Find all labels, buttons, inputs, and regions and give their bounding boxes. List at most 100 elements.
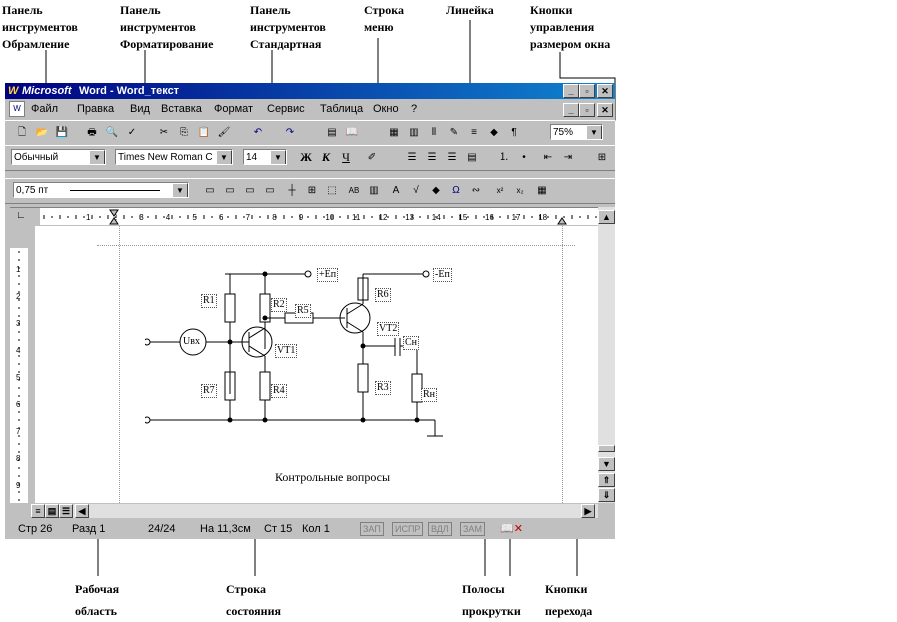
chevron-down-icon[interactable]: ▼ (89, 150, 105, 164)
chevron-down-icon[interactable]: ▼ (216, 150, 232, 164)
menu-help[interactable]: ? (411, 103, 418, 115)
status-ext[interactable]: ВДЛ (428, 522, 452, 536)
menu-format[interactable]: Формат (214, 103, 254, 115)
bullets-icon[interactable]: • (522, 152, 526, 163)
tab-selector-icon[interactable]: ∟ (16, 210, 26, 221)
minimize-icon[interactable]: _ (563, 84, 579, 98)
save-icon[interactable]: 💾 (55, 127, 69, 138)
open-icon[interactable]: 📂 (35, 127, 49, 138)
align-left-icon[interactable]: ☰ (407, 152, 417, 163)
menu-window[interactable]: Окно (373, 103, 399, 115)
paste-icon[interactable]: 📋 (197, 127, 211, 138)
next-page-icon[interactable]: ⇓ (598, 488, 615, 502)
insert-table-icon[interactable]: ▦ (389, 127, 399, 138)
insert-excel-icon[interactable]: ▥ (409, 127, 419, 138)
horizontal-scrollbar[interactable]: ≡ ▤ ☰ ◀ ▶ (31, 504, 598, 518)
zoom-select[interactable]: 75% ▼ (550, 124, 603, 140)
chevron-down-icon[interactable]: ▼ (270, 150, 286, 164)
borders-icon[interactable]: ⊞ (597, 152, 607, 163)
status-ovr[interactable]: ЗАМ (460, 522, 485, 536)
menu-tools[interactable]: Сервис (267, 103, 305, 115)
align-center-icon[interactable]: ☰ (427, 152, 437, 163)
print-icon[interactable]: 🖶 (87, 127, 97, 138)
highlight-icon[interactable]: ✐ (367, 152, 377, 163)
close-icon[interactable]: ✕ (597, 84, 613, 98)
italic-button[interactable]: К (321, 150, 331, 164)
drawing-icon[interactable]: ✎ (449, 127, 459, 138)
new-icon[interactable]: 🗋 (17, 127, 27, 138)
border-outside-icon[interactable]: ⊞ (307, 185, 317, 196)
work-area[interactable]: +Eп -Eп R1 R2 R5 R6 VT1 VT2 Cн Uвх R7 R4… (35, 226, 598, 503)
chart-icon[interactable]: ▥ (369, 185, 379, 196)
border-right-icon[interactable]: ▭ (265, 185, 275, 196)
justify-icon[interactable]: ▤ (467, 152, 477, 163)
menu-file[interactable]: Файл (31, 103, 59, 115)
undo-icon[interactable]: ↶ (253, 127, 263, 138)
redo-icon[interactable]: ↷ (285, 127, 295, 138)
border-none-icon[interactable]: ⬚ (327, 185, 337, 196)
copy-icon[interactable]: ⎘ (180, 127, 188, 138)
border-top-icon[interactable]: ▭ (205, 185, 215, 196)
numbering-icon[interactable]: ⒈ (499, 152, 509, 163)
scroll-up-icon[interactable]: ▲ (598, 210, 615, 224)
spelling-status-icon[interactable]: 📖✕ (500, 523, 523, 535)
border-bottom-icon[interactable]: ▭ (225, 185, 235, 196)
outline-view-icon[interactable]: ☰ (59, 504, 73, 518)
font-select[interactable]: Times New Roman C ▼ (115, 149, 233, 165)
font-size-select[interactable]: 14 ▼ (243, 149, 287, 165)
shapes-icon[interactable]: ◆ (432, 185, 440, 196)
insert-address-icon[interactable]: ▤ (327, 127, 337, 138)
hyperlink-icon[interactable]: ∾ (471, 185, 481, 196)
doc-close-icon[interactable]: ✕ (597, 103, 613, 117)
chevron-down-icon[interactable]: ▼ (172, 183, 188, 197)
document-page[interactable]: +Eп -Eп R1 R2 R5 R6 VT1 VT2 Cн Uвх R7 R4… (35, 226, 598, 503)
menu-table[interactable]: Таблица (320, 103, 364, 115)
decrease-indent-icon[interactable]: ⇤ (543, 152, 553, 163)
menu-insert[interactable]: Вставка (161, 103, 202, 115)
restore-icon[interactable]: ▫ (579, 84, 595, 98)
scroll-right-icon[interactable]: ▶ (581, 504, 595, 518)
align-right-icon[interactable]: ☰ (447, 152, 457, 163)
show-formatting-icon[interactable]: ¶ (511, 127, 517, 138)
table-format-icon[interactable]: ▦ (537, 185, 547, 196)
underline-button[interactable]: Ч (342, 150, 350, 164)
menu-edit[interactable]: Правка (77, 103, 115, 115)
status-trk[interactable]: ИСПР (392, 522, 424, 536)
wordart-icon[interactable]: AB (348, 186, 360, 195)
omega-icon[interactable]: Ω (452, 185, 460, 196)
layout-view-icon[interactable]: ▤ (45, 504, 59, 518)
increase-indent-icon[interactable]: ⇥ (563, 152, 573, 163)
insert-hyperlink-icon[interactable]: 📖 (345, 127, 359, 138)
format-painter-icon[interactable]: 🖌 (217, 127, 231, 138)
chevron-down-icon[interactable]: ▼ (586, 125, 602, 139)
style-select[interactable]: Обычный ▼ (11, 149, 106, 165)
border-left-icon[interactable]: ▭ (245, 185, 255, 196)
scroll-left-icon[interactable]: ◀ (75, 504, 89, 518)
preview-icon[interactable]: 🔍 (105, 127, 119, 138)
equation-icon[interactable]: √ (413, 185, 419, 196)
status-rec[interactable]: ЗАП (360, 522, 384, 536)
docmap-icon[interactable]: ◆ (490, 127, 498, 138)
doc-minimize-icon[interactable]: _ (563, 103, 579, 117)
columns-icon[interactable]: ⫴ (431, 127, 437, 138)
border-inside-icon[interactable]: ┼ (288, 185, 296, 196)
symbol-text-icon[interactable]: A (392, 185, 400, 196)
menu-view[interactable]: Вид (130, 103, 150, 115)
normal-view-icon[interactable]: ≡ (31, 504, 45, 518)
prev-page-icon[interactable]: ⇑ (598, 473, 615, 487)
document-map-icon[interactable]: ≡ (471, 127, 477, 138)
title-bar[interactable]: W Microsoft Word - Word_текст _ ▫ ✕ (5, 83, 615, 99)
line-width-select[interactable]: 0,75 пт ▼ (13, 182, 189, 198)
vertical-scrollbar[interactable]: ▲ ▼ ⇑ ⇓ (598, 207, 615, 503)
bold-button[interactable]: Ж (300, 150, 312, 164)
superscript-icon[interactable]: x² (496, 186, 504, 195)
cut-icon[interactable]: ✂ (159, 127, 169, 138)
spelling-icon[interactable]: ✓ (127, 127, 137, 138)
document-icon[interactable]: W (9, 101, 25, 117)
scroll-down-icon[interactable]: ▼ (598, 457, 615, 471)
scroll-thumb[interactable] (598, 445, 615, 452)
doc-restore-icon[interactable]: ▫ (579, 103, 595, 117)
subscript-icon[interactable]: x₂ (516, 186, 524, 195)
